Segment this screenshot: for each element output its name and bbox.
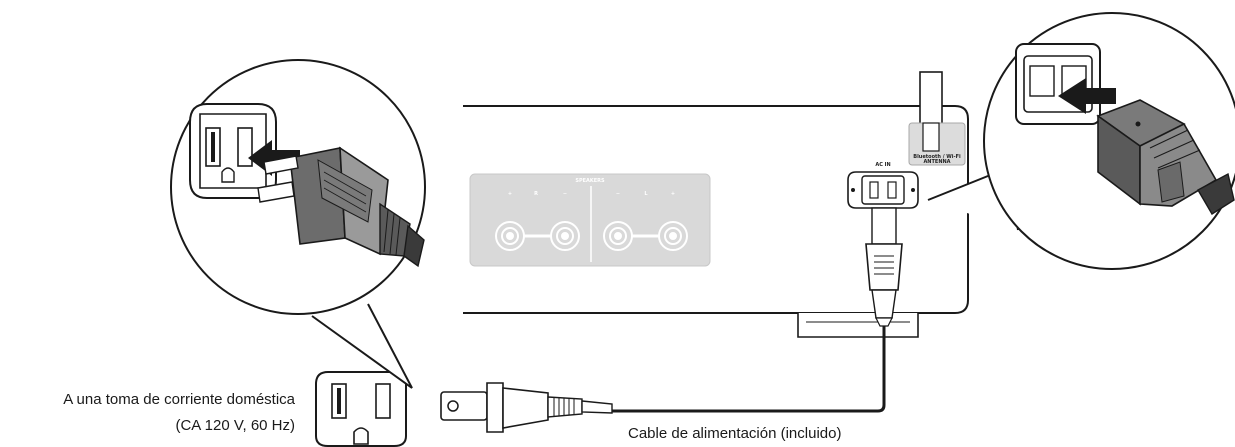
speakers-label: SPEAKERS [575, 178, 605, 184]
wall-outlet-icon [315, 371, 407, 447]
iec-plug [865, 207, 903, 327]
right-plus-label: + [508, 191, 512, 197]
outlet-caption-line-2: (CA 120 V, 60 Hz) [175, 417, 295, 434]
antenna-label-2: ANTENNA [923, 159, 950, 165]
antenna-label-1: Bluetooth / Wi-Fi [913, 154, 961, 160]
left-label: L [644, 191, 648, 197]
wall-plug [440, 382, 613, 433]
antenna: Bluetooth / Wi-Fi ANTENNA [908, 71, 966, 166]
cable-caption: Cable de alimentación (incluido) [628, 425, 842, 442]
outlet-caption-line-1: A una toma de corriente doméstica [63, 391, 295, 408]
ac-in-socket: AC IN [847, 162, 919, 209]
ac-in-label: AC IN [875, 162, 890, 168]
right-zoom-bubble [927, 12, 1235, 270]
right-minus-label: − [563, 191, 567, 197]
left-minus-label: − [616, 191, 620, 197]
left-zoom-bubble [170, 59, 426, 389]
speaker-terminals: SPEAKERS + R − − L + [469, 173, 711, 267]
right-label: R [534, 191, 538, 197]
power-cord [612, 326, 886, 413]
left-plus-label: + [671, 191, 675, 197]
